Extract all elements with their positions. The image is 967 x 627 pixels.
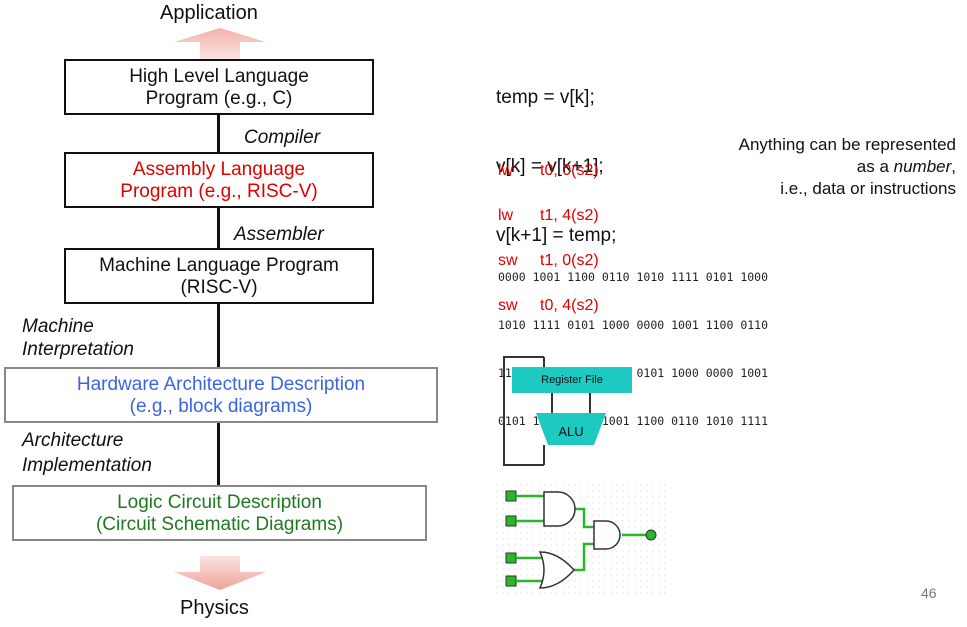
- asm-op: lw: [498, 162, 514, 179]
- asm-line: sw t0, 4(s2): [498, 297, 599, 314]
- binary-line: 1010 1111 0101 1000 0000 1001 1100 0110: [498, 318, 769, 332]
- up-arrow-icon: [174, 28, 266, 60]
- asm-args: t0, 4(s2): [540, 297, 599, 314]
- c-code-block: temp = v[k]; v[k] = v[k+1]; v[k+1] = tem…: [496, 40, 616, 270]
- asm-line: lw t0, 0(s2): [498, 162, 599, 179]
- logic-circuit-box: Logic Circuit Description (Circuit Schem…: [12, 485, 427, 541]
- asm-op: sw: [498, 252, 518, 269]
- connector-line: [217, 208, 220, 248]
- level-line: Program (e.g., C): [145, 88, 293, 109]
- alu-block: [536, 413, 606, 445]
- binary-line: 0000 1001 1100 0110 1010 1111 0101 1000: [498, 270, 769, 284]
- connector-line: [217, 304, 220, 367]
- asm-args: t1, 4(s2): [540, 207, 599, 224]
- code-line: temp = v[k];: [496, 87, 595, 108]
- level-line: Program (e.g., RISC-V): [120, 181, 318, 202]
- application-label: Application: [160, 2, 258, 24]
- connector-line: [217, 115, 220, 152]
- level-line: Hardware Architecture Description: [76, 374, 366, 395]
- hardware-architecture-box: Hardware Architecture Description (e.g.,…: [4, 367, 438, 423]
- representation-note: Anything can be represented as a number,…: [660, 134, 956, 200]
- connector-line: [217, 423, 220, 485]
- assembly-code-block: lw t0, 0(s2) lw t1, 4(s2) sw t1, 0(s2) sw t0…: [498, 133, 599, 328]
- level-line: Machine Language Program: [99, 255, 339, 276]
- high-level-language-box: High Level Language Program (e.g., C): [64, 59, 374, 115]
- code-line: v[k+1] = temp;: [496, 225, 617, 246]
- compiler-label: Compiler: [244, 127, 321, 148]
- asm-line: lw t1, 4(s2): [498, 207, 599, 224]
- note-line-1: Anything can be represented: [738, 135, 956, 154]
- level-line: High Level Language: [129, 66, 309, 87]
- down-arrow-icon: [174, 556, 266, 590]
- level-line: (RISC-V): [180, 277, 258, 298]
- note-emphasis: number: [893, 157, 952, 176]
- asm-args: t0, 0(s2): [540, 162, 599, 179]
- register-file-block: [512, 367, 632, 393]
- level-line: (e.g., block diagrams): [129, 396, 313, 417]
- note-text: ,: [951, 157, 956, 176]
- note-line-3: i.e., data or instructions: [780, 179, 956, 198]
- asm-line: sw t1, 0(s2): [498, 252, 599, 269]
- architecture-implementation-label-2: Implementation: [22, 455, 152, 476]
- asm-op: lw: [498, 207, 514, 224]
- level-line: (Circuit Schematic Diagrams): [95, 514, 344, 535]
- level-line: Logic Circuit Description: [117, 492, 322, 513]
- physics-label: Physics: [180, 597, 249, 619]
- architecture-implementation-label-1: Architecture: [22, 430, 124, 451]
- block-diagram: [503, 356, 632, 466]
- logic-circuit-diagram: [496, 484, 668, 598]
- note-line-2: as a number,: [660, 156, 956, 178]
- note-text: as a: [856, 157, 894, 176]
- machine-interpretation-label-1: Machine: [22, 316, 94, 337]
- machine-language-box: Machine Language Program (RISC-V): [64, 248, 374, 304]
- assembler-label: Assembler: [234, 224, 324, 245]
- page-number: 46: [921, 585, 937, 601]
- asm-op: sw: [498, 297, 518, 314]
- alu-label: ALU: [558, 424, 584, 439]
- machine-interpretation-label-2: Interpretation: [22, 339, 134, 360]
- asm-args: t1, 0(s2): [540, 252, 599, 269]
- code-line: v[k] = v[k+1];: [496, 156, 604, 177]
- register-file-label: Register File: [541, 374, 603, 386]
- level-line: Assembly Language: [132, 159, 306, 180]
- assembly-language-box: Assembly Language Program (e.g., RISC-V): [64, 152, 374, 208]
